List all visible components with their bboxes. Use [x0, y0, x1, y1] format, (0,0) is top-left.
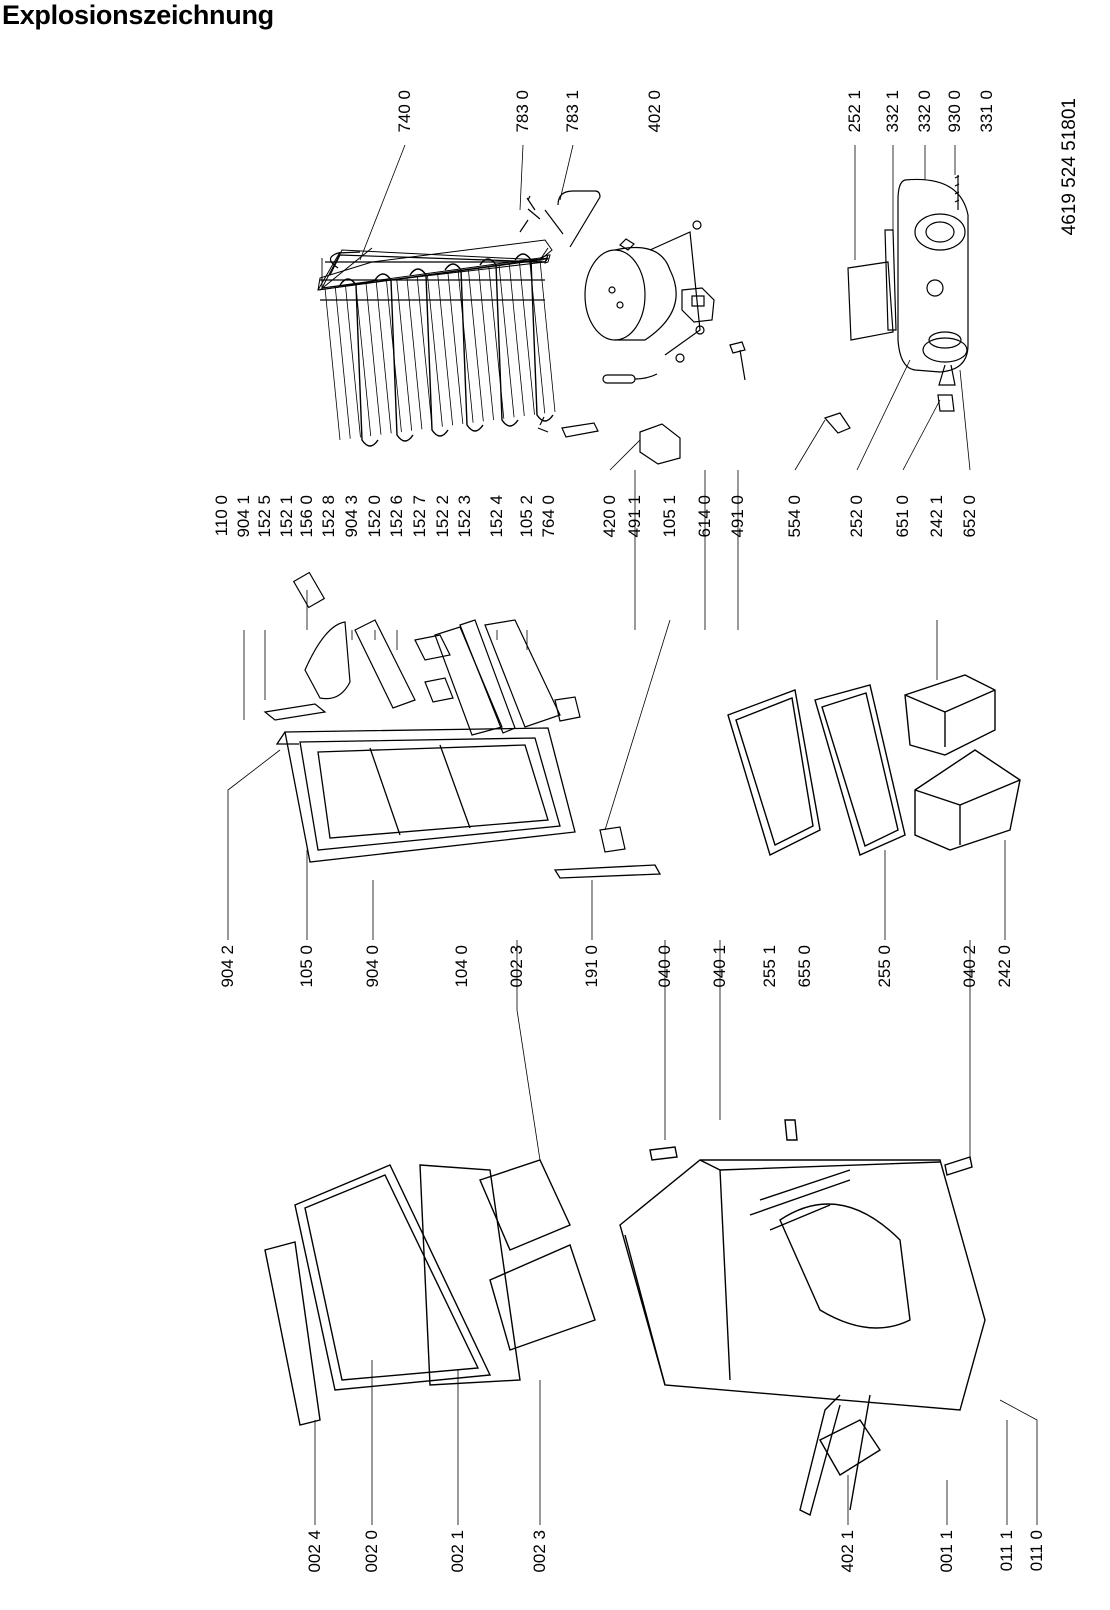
part-label: 783 0	[513, 90, 532, 133]
cabinet	[620, 1120, 985, 1515]
leader-line	[360, 145, 405, 260]
condenser-wires	[325, 260, 555, 440]
leader-line	[517, 940, 540, 1160]
part-label: 904 0	[363, 945, 382, 988]
part-label: 002 3	[530, 1530, 549, 1573]
part-label: 105 2	[517, 495, 536, 538]
leader-line	[610, 440, 640, 470]
part-label: 904 1	[234, 495, 253, 538]
part-label: 191 0	[582, 945, 601, 988]
part-label: 491 0	[728, 495, 747, 538]
part-label: 255 1	[760, 945, 779, 988]
part-label: 152 6	[387, 495, 406, 538]
part-label: 331 0	[977, 90, 996, 133]
part-label: 252 0	[847, 495, 866, 538]
condenser-coil	[318, 240, 552, 300]
relay-and-parts	[520, 191, 745, 464]
part-label: 002 1	[448, 1530, 467, 1573]
part-label: 011 0	[1027, 1530, 1046, 1572]
thermostat-housing	[825, 175, 968, 433]
leader-line	[857, 360, 910, 470]
part-label: 156 0	[297, 495, 316, 538]
part-label: 152 2	[433, 495, 452, 538]
condenser-grid	[318, 258, 548, 290]
part-label: 040 0	[655, 945, 674, 988]
part-label: 651 0	[893, 495, 912, 538]
freezer-door	[277, 728, 660, 878]
part-label: 332 0	[915, 90, 934, 133]
part-label: 904 2	[218, 945, 237, 988]
part-label: 904 3	[342, 495, 361, 538]
leader-line	[228, 750, 280, 940]
part-label: 783 1	[563, 90, 582, 133]
leader-line	[1000, 1400, 1037, 1525]
part-label: 002 4	[305, 1530, 324, 1573]
part-label: 402 0	[645, 90, 664, 133]
part-label: 332 1	[883, 90, 902, 133]
leader-line	[903, 400, 940, 470]
part-label: 040 2	[960, 945, 979, 988]
part-label: 152 3	[455, 495, 474, 538]
crisper-drawers	[905, 675, 1020, 850]
part-label: 930 0	[945, 90, 964, 133]
part-label: 252 1	[845, 90, 864, 133]
part-label: 402 1	[838, 1530, 857, 1573]
diagram-title: Explosionszeichnung	[2, 0, 274, 30]
compressor	[585, 221, 704, 362]
part-label: 152 0	[365, 495, 384, 538]
part-label: 152 8	[319, 495, 338, 538]
part-label: 105 1	[660, 495, 679, 538]
part-label: 764 0	[539, 495, 558, 538]
part-label: 001 1	[937, 1530, 956, 1573]
part-label: 255 0	[875, 945, 894, 988]
condenser-tube-loops	[340, 254, 553, 446]
glass-shelves	[728, 685, 905, 855]
part-label: 420 0	[600, 495, 619, 538]
part-label: 655 0	[795, 945, 814, 988]
part-label: 242 1	[927, 495, 946, 538]
main-door	[265, 1160, 595, 1425]
leader-line	[960, 370, 970, 470]
part-label: 614 0	[695, 495, 714, 538]
part-label: 740 0	[395, 90, 414, 133]
part-label: 152 5	[255, 495, 274, 538]
door-shelves	[265, 573, 625, 852]
leader-line	[560, 145, 573, 200]
leader-line	[605, 620, 670, 830]
part-label: 652 0	[960, 495, 979, 538]
leader-lines	[228, 145, 1037, 1525]
part-label: 105 0	[297, 945, 316, 988]
part-label: 040 1	[710, 945, 729, 988]
leader-line	[520, 145, 523, 210]
part-label: 110 0	[212, 495, 231, 537]
part-label: 242 0	[995, 945, 1014, 988]
part-label: 002 3	[507, 945, 526, 988]
part-label: 152 4	[487, 495, 506, 538]
part-label: 152 7	[410, 495, 429, 538]
part-label: 002 0	[362, 1530, 381, 1573]
part-label: 011 1	[997, 1530, 1016, 1572]
leader-line	[795, 420, 825, 470]
part-label: 554 0	[785, 495, 804, 538]
part-label: 152 1	[277, 495, 296, 538]
part-label: 491 1	[625, 495, 644, 538]
part-label: 104 0	[452, 945, 471, 988]
